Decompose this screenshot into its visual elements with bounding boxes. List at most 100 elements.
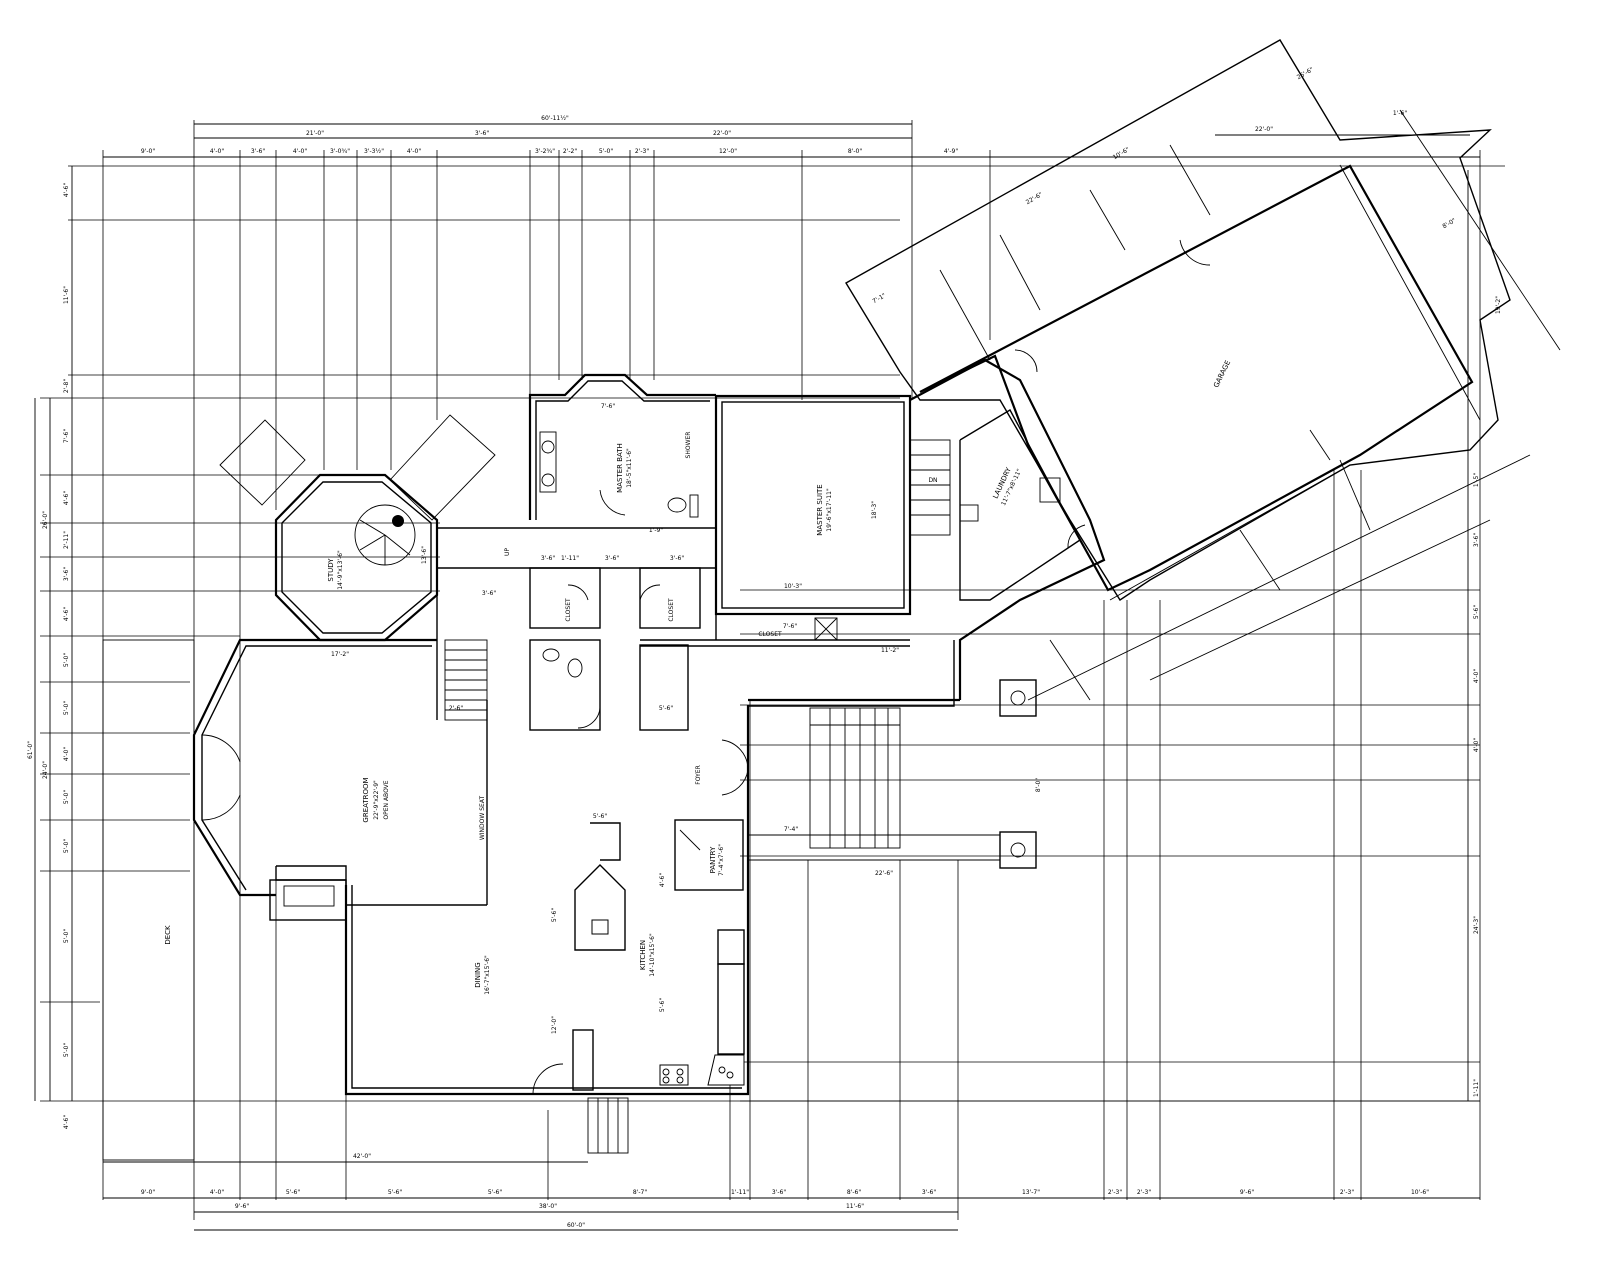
- dim-bottom-row-9: 3'-6": [922, 1189, 936, 1196]
- dim-bottom-row-6: 1'-11": [731, 1189, 749, 1196]
- dim-left-row-15: 4'-6": [63, 1115, 70, 1129]
- dim-left-row-3: 7'-6": [63, 429, 70, 443]
- dim-garage-4: 1'-6": [1393, 110, 1407, 117]
- dim-interior-22: 5'-6": [659, 705, 673, 712]
- dim-bottom-row-3: 5'-6": [388, 1189, 402, 1196]
- dim-top-row-6: 4'-0": [407, 148, 421, 155]
- stair-up-label: UP: [504, 548, 511, 556]
- dim-left-row-6: 3'-6": [63, 567, 70, 581]
- dim-left-row-14: 5'-0": [63, 1043, 70, 1057]
- dim-left-row-7: 4'-6": [63, 607, 70, 621]
- dim-left-row-9: 5'-0": [63, 701, 70, 715]
- dim-interior-19: 5'-6": [551, 908, 558, 922]
- room-study-name: STUDY: [327, 558, 335, 582]
- dim-bottom-row-1: 4'-0": [210, 1189, 224, 1196]
- dim-garage-0: 26'-6": [1296, 66, 1315, 81]
- dim-right-col-6: 4'-0": [1473, 738, 1480, 752]
- dim-bottom-row2-0: 9'-6": [235, 1203, 249, 1210]
- dim-right-col-4: 5'-6": [1473, 605, 1480, 619]
- dim-top-row-7: 3'-2¾": [535, 148, 555, 155]
- closet-c-label: CLOSET: [758, 631, 782, 638]
- dim-top-left: 21'-0": [306, 130, 324, 137]
- room-foyer-name: FOYER: [695, 765, 702, 784]
- dim-bottom-row-0: 9'-0": [141, 1189, 155, 1196]
- room-greatroom-size: 22'-9"x22'-9": [373, 780, 380, 820]
- room-pantry-name: PANTRY: [709, 846, 717, 873]
- dim-interior-1: 11'-2": [881, 647, 899, 654]
- dim-left-row-2: 2'-8": [63, 379, 70, 393]
- room-greatroom-name: GREATROOM: [362, 777, 370, 822]
- dim-interior-16: 1'-9": [649, 527, 663, 534]
- dim-right-col-1: 1'-11": [1473, 1079, 1480, 1097]
- dim-garage-7: 8'-0": [1441, 217, 1457, 230]
- dim-bottom-overall: 60'-0": [567, 1222, 585, 1229]
- room-greatroom-note: OPEN ABOVE: [383, 780, 390, 819]
- room-dining-name: DINING: [474, 962, 482, 987]
- dim-interior-5: 1'-11": [561, 555, 579, 562]
- room-dining-size: 16'-7"x15'-6": [484, 955, 491, 995]
- room-study-size: 14'-9"x13'-6": [337, 550, 344, 590]
- dim-interior-0: 17'-2": [331, 651, 349, 658]
- dim-left-overall: 61'-0": [27, 741, 34, 759]
- dim-garage-3: 7'-1": [871, 292, 887, 305]
- dim-interior-18: 2'-6": [449, 705, 463, 712]
- dim-bottom-row-5: 8'-7": [633, 1189, 647, 1196]
- dim-top-row-3: 4'-0": [293, 148, 307, 155]
- dim-right-col-5: 4'-0": [1473, 669, 1480, 683]
- dim-interior-8: 3'-6": [670, 555, 684, 562]
- room-kitchen-size: 14'-10"x15'-6": [649, 933, 656, 977]
- dim-right-col-2: 1'-5": [1473, 473, 1480, 487]
- dim-left-col-1: 24'-0": [42, 761, 49, 779]
- dim-bottom-row-7: 3'-6": [772, 1189, 786, 1196]
- dim-left-row-4: 4'-6": [63, 491, 70, 505]
- dim-bottom-row-4: 5'-6": [488, 1189, 502, 1196]
- dim-top-mid: 3'-6": [475, 130, 489, 137]
- dim-top-row-9: 5'-0": [599, 148, 613, 155]
- dim-top-row-2: 3'-6": [251, 148, 265, 155]
- dim-left-col-0: 26'-0": [42, 511, 49, 529]
- dimension-labels: 60'-11½" 21'-0" 3'-6" 22'-0" 9'-0" 4'-0"…: [27, 66, 1502, 1229]
- dim-top-row-1: 4'-0": [210, 148, 224, 155]
- dim-bottom-row-14: 2'-3": [1340, 1189, 1354, 1196]
- dim-left-row-12: 5'-0": [63, 839, 70, 853]
- dim-garage-2: 22'-6": [1025, 191, 1044, 206]
- window-seat-label: WINDOW SEAT: [479, 796, 486, 841]
- dim-top-overall: 60'-11½": [541, 115, 569, 122]
- room-kitchen-name: KITCHEN: [639, 940, 647, 970]
- room-master-bath-name: MASTER BATH: [616, 443, 624, 493]
- dim-garage-5: 10'-6": [1112, 146, 1131, 161]
- stair-dn-label: DN: [928, 477, 937, 484]
- dim-top-row-0: 9'-0": [141, 148, 155, 155]
- dim-top-row-12: 8'-0": [848, 148, 862, 155]
- dim-bottom-row2-2: 11'-6": [846, 1203, 864, 1210]
- dim-bottom-row-10: 13'-7": [1022, 1189, 1040, 1196]
- dim-interior-3: 7'-6": [783, 623, 797, 630]
- room-labels: GREATROOM 22'-9"x22'-9" OPEN ABOVE STUDY…: [164, 359, 1232, 995]
- dim-interior-10: 18'-3": [871, 501, 878, 519]
- dim-interior-12: 8'-0": [1035, 778, 1042, 792]
- dim-interior-20: 5'-6": [659, 998, 666, 1012]
- dim-right-col-3: 3'-6": [1473, 533, 1480, 547]
- dim-left-row-5: 2'-11": [63, 531, 70, 549]
- deck: [102, 639, 195, 1161]
- dim-deck-width: 42'-0": [353, 1153, 371, 1160]
- room-master-suite-name: MASTER SUITE: [816, 484, 824, 535]
- dim-left-row-8: 5'-0": [63, 653, 70, 667]
- closet-b-label: CLOSET: [668, 598, 675, 622]
- garage: [845, 39, 1561, 701]
- dim-left-row-11: 5'-0": [63, 790, 70, 804]
- dim-interior-4: 10'-3": [784, 583, 802, 590]
- room-master-suite-size: 19'-6"x17'-11": [826, 488, 833, 532]
- dim-top-row-5: 3'-3½": [364, 148, 384, 155]
- dim-top-row-8: 2'-2": [563, 148, 577, 155]
- house-walls: [102, 349, 1106, 1161]
- closet-a-label: CLOSET: [565, 598, 572, 622]
- room-master-bath-size: 18'-5"x11'-6": [626, 448, 633, 488]
- dim-bottom-row-13: 9'-6": [1240, 1189, 1254, 1196]
- dim-interior-15: 12'-0": [551, 1016, 558, 1034]
- dim-bottom-row-8: 8'-6": [847, 1189, 861, 1196]
- room-pantry-size: 7'-4"x7'-6": [718, 844, 725, 876]
- shower-label: SHOWER: [685, 432, 692, 459]
- dim-left-row-10: 4'-0": [63, 747, 70, 761]
